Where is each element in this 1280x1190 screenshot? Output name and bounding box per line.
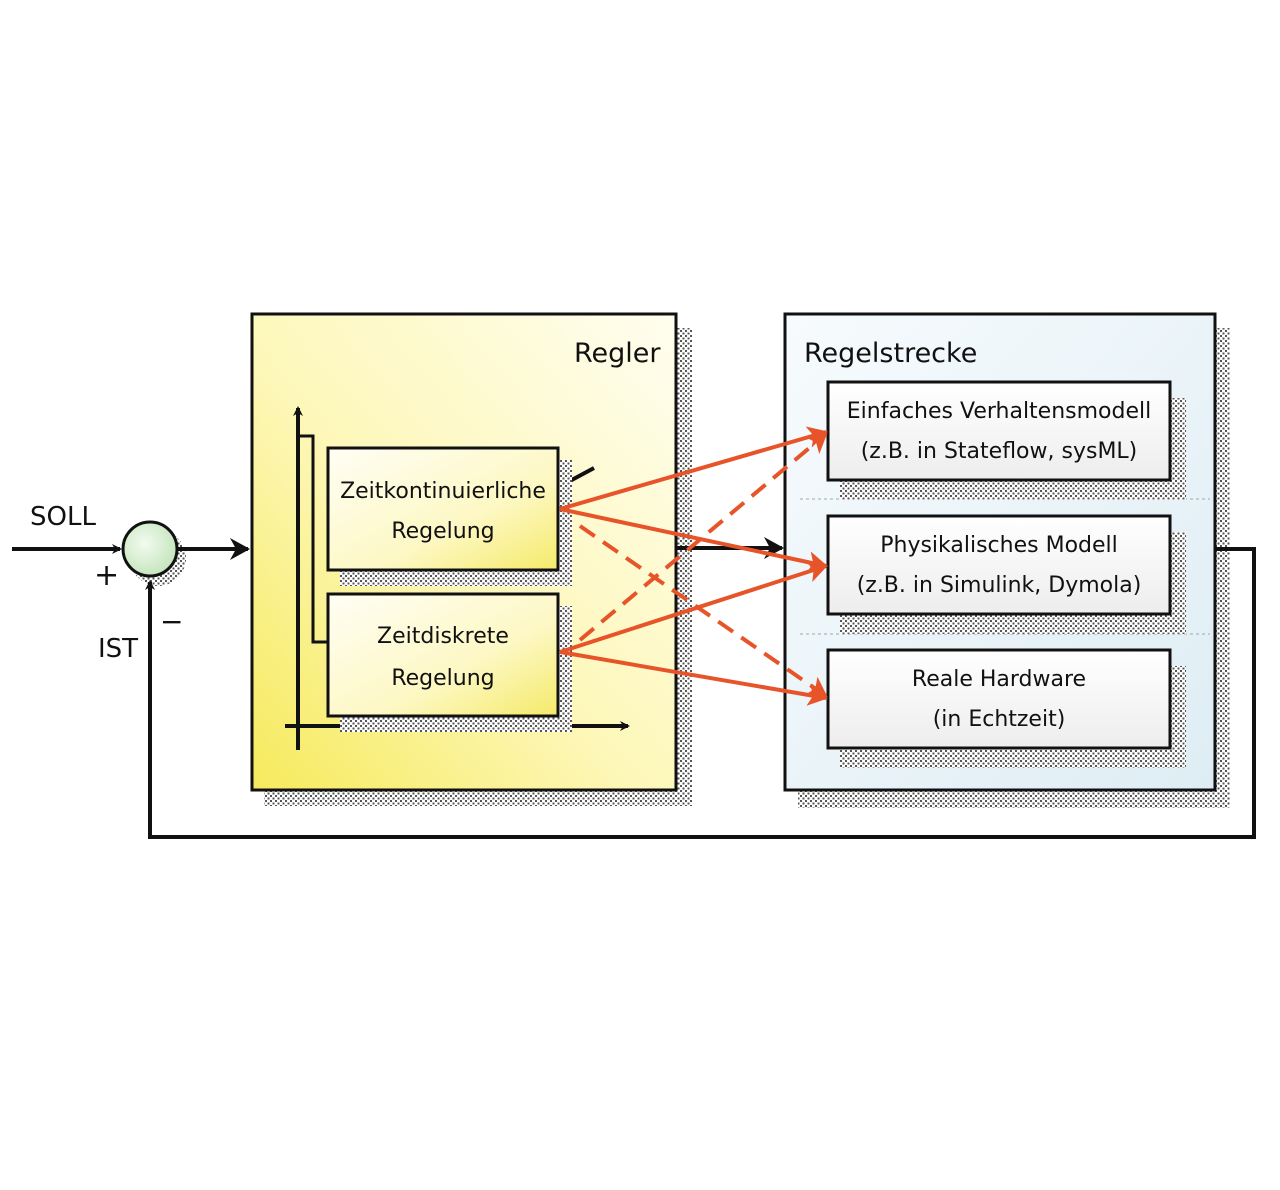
arrow-diskret-to-hardware — [559, 650, 828, 706]
box-physikalisch-label: Physikalisches Modell (z.B. in Simulink,… — [828, 526, 1170, 606]
regler-title: Regler — [574, 338, 661, 369]
summing-junction — [121, 520, 186, 586]
block-zeitdiskret-label: Zeitdiskrete Regelung — [328, 616, 558, 700]
block-zeitkontinuierlich — [326, 446, 572, 586]
block-label-line1: Zeitkontinuierliche — [340, 479, 546, 504]
orange-dashed-arrows — [578, 432, 828, 698]
box-verhaltensmodell-label: Einfaches Verhaltensmodell (z.B. in Stat… — [828, 392, 1170, 472]
signal-lines — [12, 537, 1256, 839]
box-label-line2: (z.B. in Stateflow, sysML) — [860, 439, 1138, 464]
dashed-arrow-diskret-to-verhaltensmodell — [578, 432, 828, 642]
tick-mark — [567, 466, 595, 484]
block-frame — [326, 592, 560, 718]
signal-step-line — [298, 434, 328, 644]
feedback-loop-line — [145, 547, 1256, 839]
dashed-arrow-kontinuierlich-to-hardware — [578, 524, 828, 698]
block-label-line2: Regelung — [391, 519, 495, 544]
box-label-line2: (z.B. in Simulink, Dymola) — [856, 573, 1142, 598]
regelstrecke-title: Regelstrecke — [804, 338, 978, 369]
box-einfaches-verhaltensmodell — [826, 380, 1186, 500]
block-label-line2: Regelung — [391, 666, 495, 691]
summing-junction-circle — [121, 520, 179, 578]
box-frame — [826, 380, 1172, 482]
box-hardware-label: Reale Hardware (in Echtzeit) — [828, 660, 1170, 740]
box-physikalisches-modell — [826, 514, 1186, 634]
minus-sign: − — [160, 605, 184, 638]
box-frame — [826, 648, 1172, 750]
box-label-line1: Einfaches Verhaltensmodell — [846, 399, 1152, 424]
box-label-line1: Reale Hardware — [911, 667, 1087, 692]
ist-label: IST — [98, 634, 139, 664]
block-zeitdiskret — [326, 592, 572, 732]
orange-solid-arrows — [559, 426, 828, 706]
box-frame — [826, 514, 1172, 616]
box-reale-hardware — [826, 648, 1186, 768]
arrow-kontinuierlich-to-physikalisch — [559, 507, 828, 573]
block-label-line1: Zeitdiskrete — [377, 624, 509, 649]
arrow-diskret-to-physikalisch — [559, 561, 828, 654]
block-frame — [326, 446, 560, 572]
soll-label: SOLL — [30, 502, 96, 532]
box-label-line2: (in Echtzeit) — [932, 707, 1066, 732]
plus-sign: + — [94, 558, 120, 593]
box-label-line1: Physikalisches Modell — [880, 533, 1118, 558]
block-zeitkontinuierlich-label: Zeitkontinuierliche Regelung — [328, 472, 558, 552]
arrow-kontinuierlich-to-verhaltensmodell — [559, 426, 828, 511]
